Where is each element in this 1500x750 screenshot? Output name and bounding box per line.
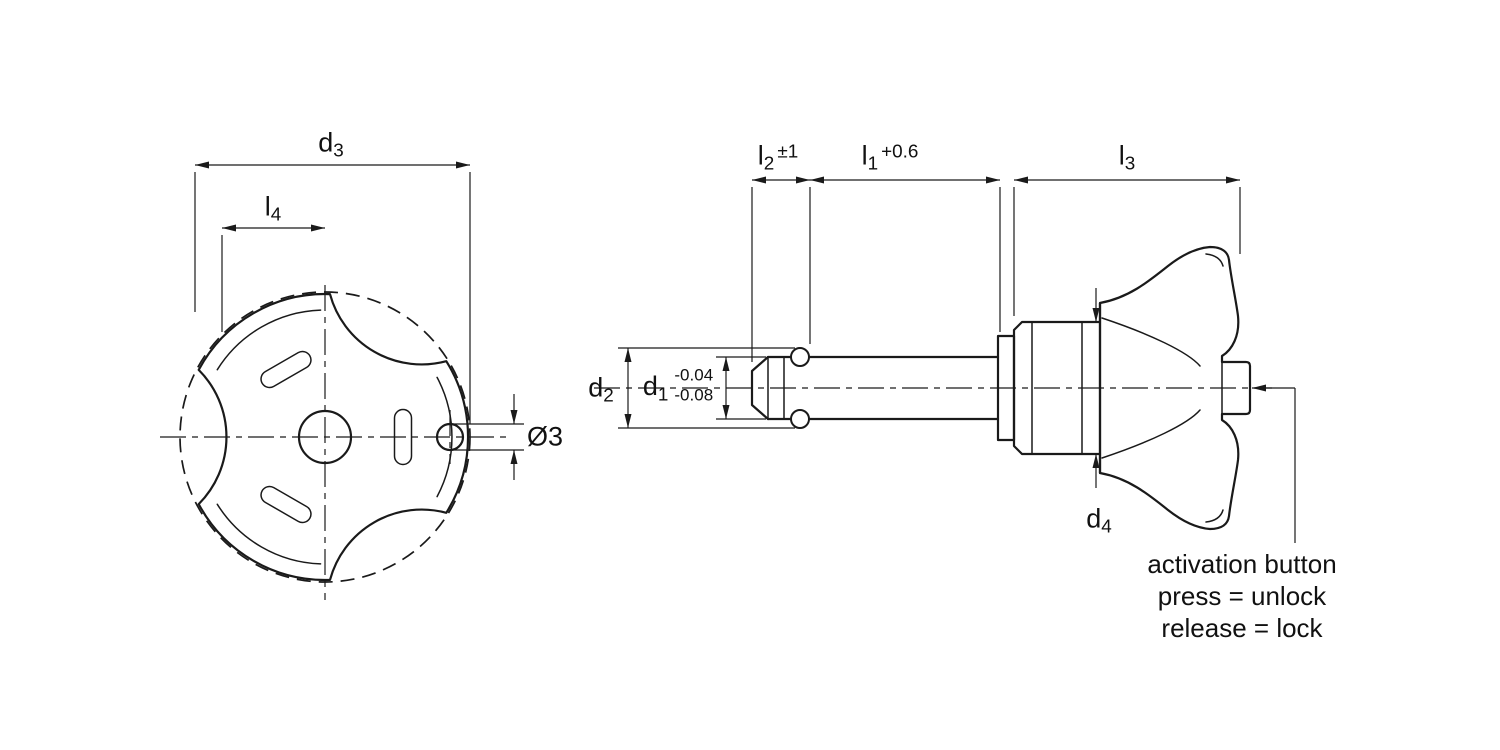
arrowhead: [986, 176, 1000, 184]
grip-slot: [260, 485, 312, 524]
pin-tip: [750, 355, 770, 421]
dimension-l4: [221, 224, 325, 332]
arrowhead: [1252, 384, 1266, 392]
label-d3-sub: 3: [333, 140, 344, 162]
label-l1-base: l: [861, 140, 868, 171]
knob-outline: [197, 292, 470, 582]
knob-inner-curve: [1101, 317, 1201, 367]
center-hole: [297, 409, 353, 465]
arrowhead: [222, 224, 236, 232]
arrowhead: [752, 176, 766, 184]
label-l2: l2±1: [757, 140, 799, 174]
label-l4: l4: [264, 191, 282, 225]
label-d1-tolerance-stack: -0.04-0.08: [674, 366, 713, 407]
label-d1-base: d: [642, 371, 658, 402]
grip-slot: [260, 350, 312, 389]
annotation-line-3: release = lock: [1161, 613, 1323, 643]
label-d3-base: d: [318, 127, 334, 158]
arrowhead: [796, 176, 810, 184]
label-l4-base: l: [264, 191, 271, 222]
label-l2-tol: ±1: [777, 141, 799, 163]
label-l4-sub: 4: [270, 204, 282, 226]
label-l3-base: l: [1118, 140, 1125, 171]
label-d4-sub: 4: [1101, 516, 1112, 538]
activation-button-note: activation button press = unlock release…: [1147, 548, 1336, 644]
dimension-hole-dia: [452, 394, 524, 480]
label-hole-dia-text: Ø3: [527, 421, 564, 452]
arrowhead: [456, 161, 470, 169]
label-d1-sub: 1: [657, 384, 669, 406]
label-d4-base: d: [1086, 503, 1102, 534]
pin-side-view: [594, 245, 1272, 531]
arrowhead: [1226, 176, 1240, 184]
rim-chamfer-arc: [216, 503, 322, 565]
arrowhead: [722, 357, 730, 371]
dimension-d2-d1: [618, 347, 795, 429]
arrowhead: [624, 348, 632, 362]
arrowhead: [195, 161, 209, 169]
outer-dashed-circle: [179, 291, 471, 583]
rim-chamfer-arc: [436, 376, 453, 498]
label-l2-base: l: [757, 140, 764, 171]
activation-button-leader: [1252, 384, 1296, 543]
arrowhead: [311, 224, 325, 232]
label-d4: d4: [1086, 503, 1112, 537]
arrowhead: [1092, 308, 1100, 322]
lobe-tip-chamfer: [1205, 253, 1224, 267]
label-l1: l1+0.6: [861, 140, 919, 174]
dimension-d4: [1092, 288, 1100, 488]
annotation-line-1: activation button: [1147, 549, 1337, 579]
label-d3: d3: [318, 127, 344, 161]
annotation-line-2: press = unlock: [1157, 581, 1327, 611]
arrowhead: [1092, 454, 1100, 468]
arrowhead: [510, 450, 518, 464]
lobe-tip-chamfer: [1205, 509, 1224, 523]
knob-inner-curve: [1101, 409, 1201, 459]
sleeve-outline: [1012, 320, 1102, 456]
label-l3-sub: 3: [1124, 153, 1136, 175]
dimension-lengths: [751, 176, 1241, 362]
lock-ball-bottom: [790, 409, 810, 429]
arrowhead: [722, 405, 730, 419]
knob-side-outline: [1098, 245, 1252, 531]
label-l3: l3: [1118, 140, 1136, 174]
rim-chamfer-arc: [216, 309, 322, 371]
label-d1-tol-upper: -0.04: [674, 365, 714, 385]
label-l1-tol: +0.6: [881, 141, 919, 163]
label-d2-base: d: [588, 372, 604, 403]
label-d2: d2: [588, 372, 614, 406]
knob-front-view: [160, 285, 512, 600]
label-hole-dia: Ø3: [527, 421, 564, 452]
arrowhead: [810, 176, 824, 184]
label-l1-sub: 1: [867, 153, 879, 175]
arrowhead: [510, 410, 518, 424]
label-d1: d1-0.04-0.08: [642, 366, 713, 409]
dimension-d3: [194, 161, 471, 424]
arrowhead: [1014, 176, 1028, 184]
label-l2-sub: 2: [763, 153, 775, 175]
label-d2-sub: 2: [603, 385, 614, 407]
arrowhead: [624, 414, 632, 428]
grip-slot: [393, 408, 413, 466]
label-d1-tol-lower: -0.08: [674, 386, 714, 405]
lock-ball-top: [790, 347, 810, 367]
